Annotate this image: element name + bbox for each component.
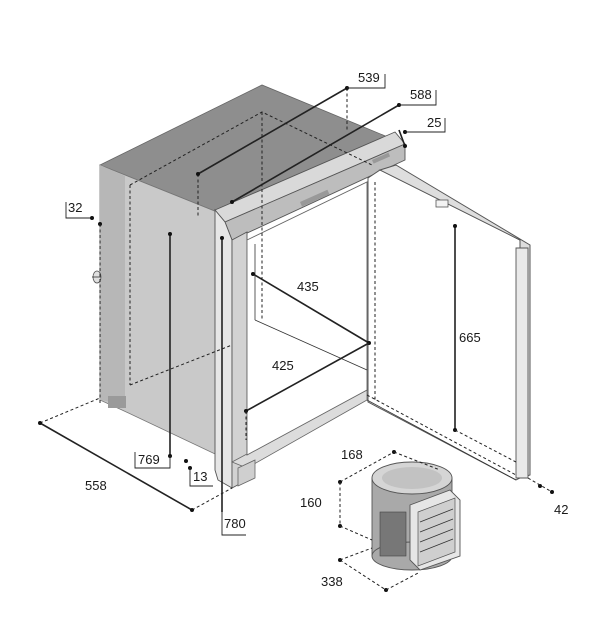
dim-bracket-588 [399, 90, 437, 106]
compressor-cylinder-top-inner [382, 467, 442, 489]
frame-left-post [214, 208, 233, 489]
dimension-labels: 539 588 25 32 435 425 665 769 13 558 780… [68, 70, 568, 589]
frame-foot [237, 459, 256, 487]
vent-strip-1 [300, 189, 330, 207]
dim-bracket-539 [347, 74, 386, 89]
dim-dot-13-a [184, 459, 188, 463]
dimension-lines [38, 74, 554, 536]
dim-bracket-32 [65, 202, 92, 219]
dim-dot-25-b [403, 144, 407, 148]
door-floor-line [366, 399, 517, 481]
dim-ext-558-right [191, 487, 233, 511]
grille-slat-1 [419, 508, 454, 523]
dim-dot-32-a [90, 216, 94, 220]
door-front-edge [515, 247, 529, 479]
inner-opening [246, 181, 368, 456]
hidden-back-bottom [129, 344, 233, 386]
grille-slat-3 [419, 528, 454, 543]
hidden-front-bottom [366, 394, 517, 476]
label-compressor-width: 168 [341, 447, 363, 462]
label-compressor-depth: 338 [321, 574, 343, 589]
label-frame-width: 588 [410, 87, 432, 102]
label-compressor-height: 160 [300, 495, 322, 510]
dim-ext-558-left [39, 397, 101, 424]
dim-ext-160 [339, 525, 373, 541]
label-bottom-offset: 13 [193, 469, 207, 484]
dim-ext-665 [454, 429, 517, 463]
door-latch [435, 199, 449, 208]
label-top-offset: 32 [68, 200, 82, 215]
grille-slat-2 [419, 518, 454, 533]
dim-dot-558-b [190, 508, 194, 512]
door-panel [367, 169, 521, 481]
dim-line-25 [398, 129, 406, 147]
frame-left-post-front [231, 231, 248, 489]
label-inner-width: 435 [297, 279, 319, 294]
label-body-height: 769 [138, 452, 160, 467]
label-door-clearance: 42 [554, 502, 568, 517]
cabinet-foot-left [108, 396, 126, 408]
dim-ext-338-a [339, 547, 373, 561]
label-inner-depth: 425 [272, 358, 294, 373]
label-frame-height: 780 [224, 516, 246, 531]
dim-line-168 [339, 451, 395, 483]
door-edge [378, 164, 531, 479]
dim-bracket-780 [221, 512, 246, 536]
cabinet-side-shade [100, 165, 125, 405]
dim-line-338 [339, 559, 387, 591]
label-frame-depth: 25 [427, 115, 441, 130]
vent-strip-2 [372, 152, 391, 164]
compressor-unit [338, 450, 461, 592]
label-outer-width: 539 [358, 70, 380, 85]
dim-line-558 [39, 422, 193, 511]
open-door [366, 164, 531, 481]
dim-bracket-13 [189, 468, 213, 487]
dim-ext-338-b [385, 571, 421, 591]
dim-ext-168 [393, 451, 441, 471]
dim-dot-780-a [220, 236, 224, 240]
label-depth: 558 [85, 478, 107, 493]
dim-dot-769-a [168, 232, 172, 236]
grille-slat-4 [419, 538, 454, 553]
dim-ext-42 [527, 477, 553, 493]
dim-dot-42-a [538, 484, 542, 488]
dim-line-539 [197, 87, 348, 175]
dim-line-425 [245, 342, 370, 412]
dim-dot-588-a [230, 200, 234, 204]
dim-dot-435-a [251, 272, 255, 276]
dim-dot-558-a [38, 421, 42, 425]
dim-line-435 [252, 273, 370, 344]
label-inner-height: 665 [459, 330, 481, 345]
cabinet-body [92, 84, 396, 463]
dim-dot-539-a [196, 172, 200, 176]
hidden-contours [129, 111, 517, 476]
dim-bracket-769 [134, 452, 171, 469]
dim-dot-665-a [453, 224, 457, 228]
dim-bracket-25 [405, 118, 446, 133]
inner-floor-line [254, 319, 368, 371]
compressor-coil [379, 511, 407, 557]
dim-line-588 [231, 104, 400, 203]
